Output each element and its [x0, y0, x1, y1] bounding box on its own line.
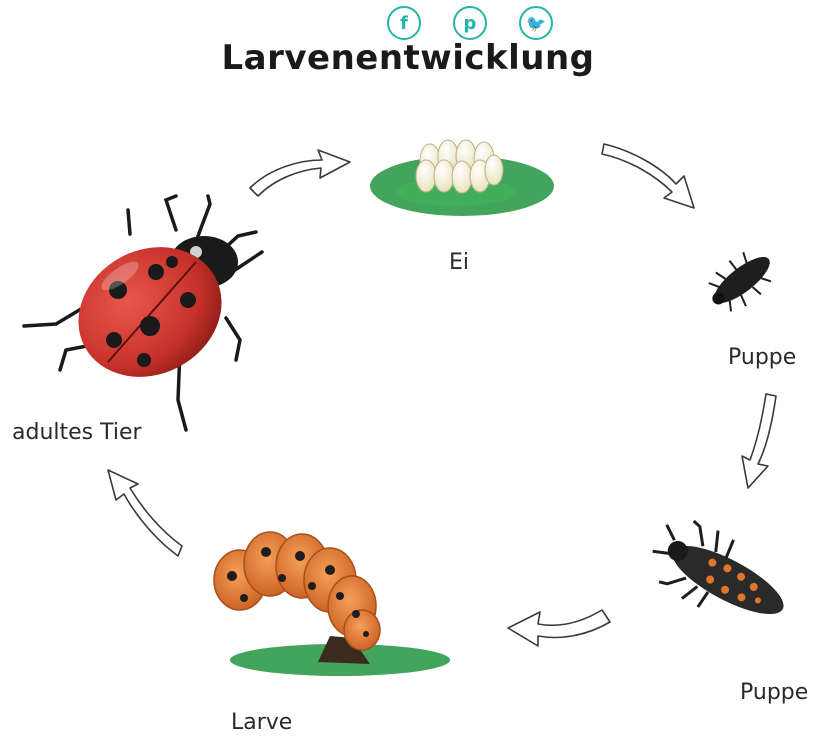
pinterest-icon[interactable]: p: [453, 6, 487, 40]
page-title: Larvenentwicklung: [0, 38, 816, 78]
label-pupa: Larve: [231, 710, 292, 735]
young-larva-illustration: [699, 241, 782, 320]
ladybug-illustration: [24, 196, 262, 430]
arrow-adult-to-egg: [250, 150, 350, 196]
arrow-older-larva-to-pupa: [508, 610, 610, 646]
cycle-arrows: [108, 144, 776, 646]
facebook-icon[interactable]: f: [387, 6, 421, 40]
older-larva-illustration: [640, 508, 802, 643]
egg-illustration: [370, 140, 554, 216]
twitter-icon[interactable]: 🐦: [519, 6, 553, 40]
pupa-illustration: [214, 532, 450, 676]
twitter-glyph: 🐦: [526, 14, 546, 33]
label-older-larva: Puppe: [740, 680, 808, 705]
facebook-glyph: f: [400, 13, 408, 34]
label-adult: adultes Tier: [12, 420, 142, 445]
label-young-larva: Puppe: [728, 345, 796, 370]
arrow-egg-to-young-larva: [602, 144, 694, 208]
label-egg: Ei: [449, 250, 469, 275]
pinterest-glyph: p: [464, 13, 477, 34]
arrow-pupa-to-adult: [108, 470, 182, 556]
arrow-young-to-older-larva: [742, 394, 776, 488]
